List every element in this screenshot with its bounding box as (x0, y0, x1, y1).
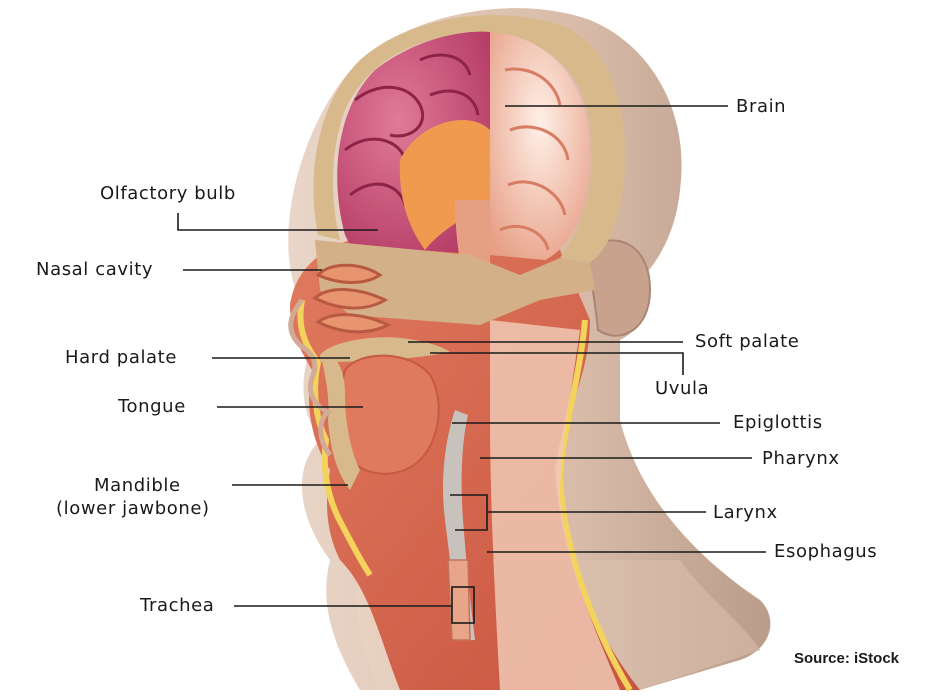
label-brain: Brain (736, 96, 786, 118)
label-olfactory-bulb: Olfactory bulb (100, 183, 236, 205)
source-credit: Source: iStock (794, 650, 899, 667)
label-mandible: Mandible (94, 475, 181, 497)
label-soft-palate: Soft palate (695, 331, 799, 353)
label-epiglottis: Epiglottis (733, 412, 823, 434)
label-uvula: Uvula (655, 378, 709, 400)
label-hard-palate: Hard palate (65, 347, 177, 369)
tongue (340, 356, 439, 474)
label-trachea: Trachea (140, 595, 214, 617)
label-mandible-sub: (lower jawbone) (56, 498, 210, 520)
label-tongue: Tongue (118, 396, 186, 418)
label-esophagus: Esophagus (774, 541, 877, 563)
label-nasal-cavity: Nasal cavity (36, 259, 153, 281)
label-pharynx: Pharynx (762, 448, 840, 470)
nasal-conchae (315, 265, 388, 332)
label-larynx: Larynx (713, 502, 778, 524)
